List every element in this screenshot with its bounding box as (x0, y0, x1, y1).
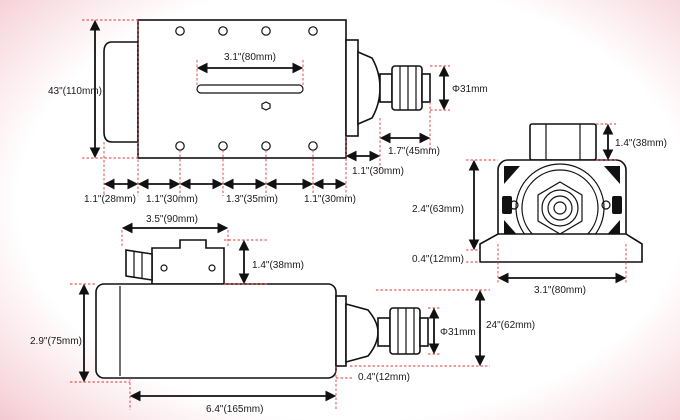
top-view: 43"(110mm) 3.1"(80mm) Φ31mm 1.7"(45mm) 1… (48, 19, 488, 205)
label-side-body-height: 2.9"(75mm) (30, 336, 82, 347)
side-collet-tip (419, 317, 429, 347)
top-collet-nut (391, 65, 423, 111)
label-hole-gap-a: 1.1"(30mm) (146, 194, 198, 205)
side-nose-neck (377, 317, 391, 347)
top-nose-cone (357, 50, 381, 126)
label-side-box-height: 1.4"(38mm) (252, 260, 304, 271)
front-base (479, 233, 643, 263)
front-collet-bore (553, 201, 567, 215)
label-front-top-width: 1.4"(38mm) (615, 138, 667, 149)
side-collet-nut (389, 307, 421, 355)
top-collet-tip (421, 73, 431, 103)
label-slot-width: 3.1"(80mm) (224, 52, 276, 63)
mount-hole (261, 26, 271, 36)
label-total-height: 43"(110mm) (48, 86, 102, 97)
label-side-box-length: 3.5"(90mm) (146, 214, 198, 225)
label-left-offset: 1.1"(28mm) (84, 194, 136, 205)
side-body (95, 283, 337, 379)
top-rear-cap (103, 41, 139, 143)
label-front-height: 2.4"(63mm) (412, 204, 464, 215)
top-nose-flange (345, 39, 359, 137)
top-slot (196, 84, 304, 94)
side-nose-flange (335, 295, 347, 367)
label-side-body-length: 6.4"(165mm) (206, 404, 263, 415)
label-nose-length: 1.7"(45mm) (388, 146, 440, 157)
label-hole-gap-c: 1.1"(30mm) (304, 194, 356, 205)
label-nose-offset: 1.1"(30mm) (352, 166, 404, 177)
label-front-base-width: 3.1"(80mm) (534, 285, 586, 296)
side-nose-cone (345, 302, 379, 364)
side-junction-box (151, 239, 225, 285)
mount-hole (308, 26, 318, 36)
side-view: 3.5"(90mm) 1.4"(38mm) 2.9"(75mm) Φ31mm 2… (30, 214, 535, 415)
top-nose-neck (379, 73, 393, 103)
label-shaft-diameter: Φ31mm (452, 84, 488, 95)
top-hex-bolt (261, 101, 271, 111)
label-side-overall-height: 24"(62mm) (486, 320, 535, 331)
label-hole-gap-b: 1.3"(35mm) (226, 194, 278, 205)
front-view: 1.4"(38mm) 2.4"(63mm) 0.4"(12mm) 3.1"(80… (412, 123, 667, 296)
label-front-base-thickness: 0.4"(12mm) (412, 254, 464, 265)
top-body (137, 19, 347, 159)
front-top-block (529, 123, 597, 161)
mount-hole (218, 26, 228, 36)
label-side-base-thickness: 0.4"(12mm) (358, 372, 410, 383)
side-cable-gland (125, 249, 153, 281)
top-holes (175, 26, 318, 36)
mount-hole (175, 26, 185, 36)
label-side-shaft-diameter: Φ31mm (440, 327, 476, 338)
